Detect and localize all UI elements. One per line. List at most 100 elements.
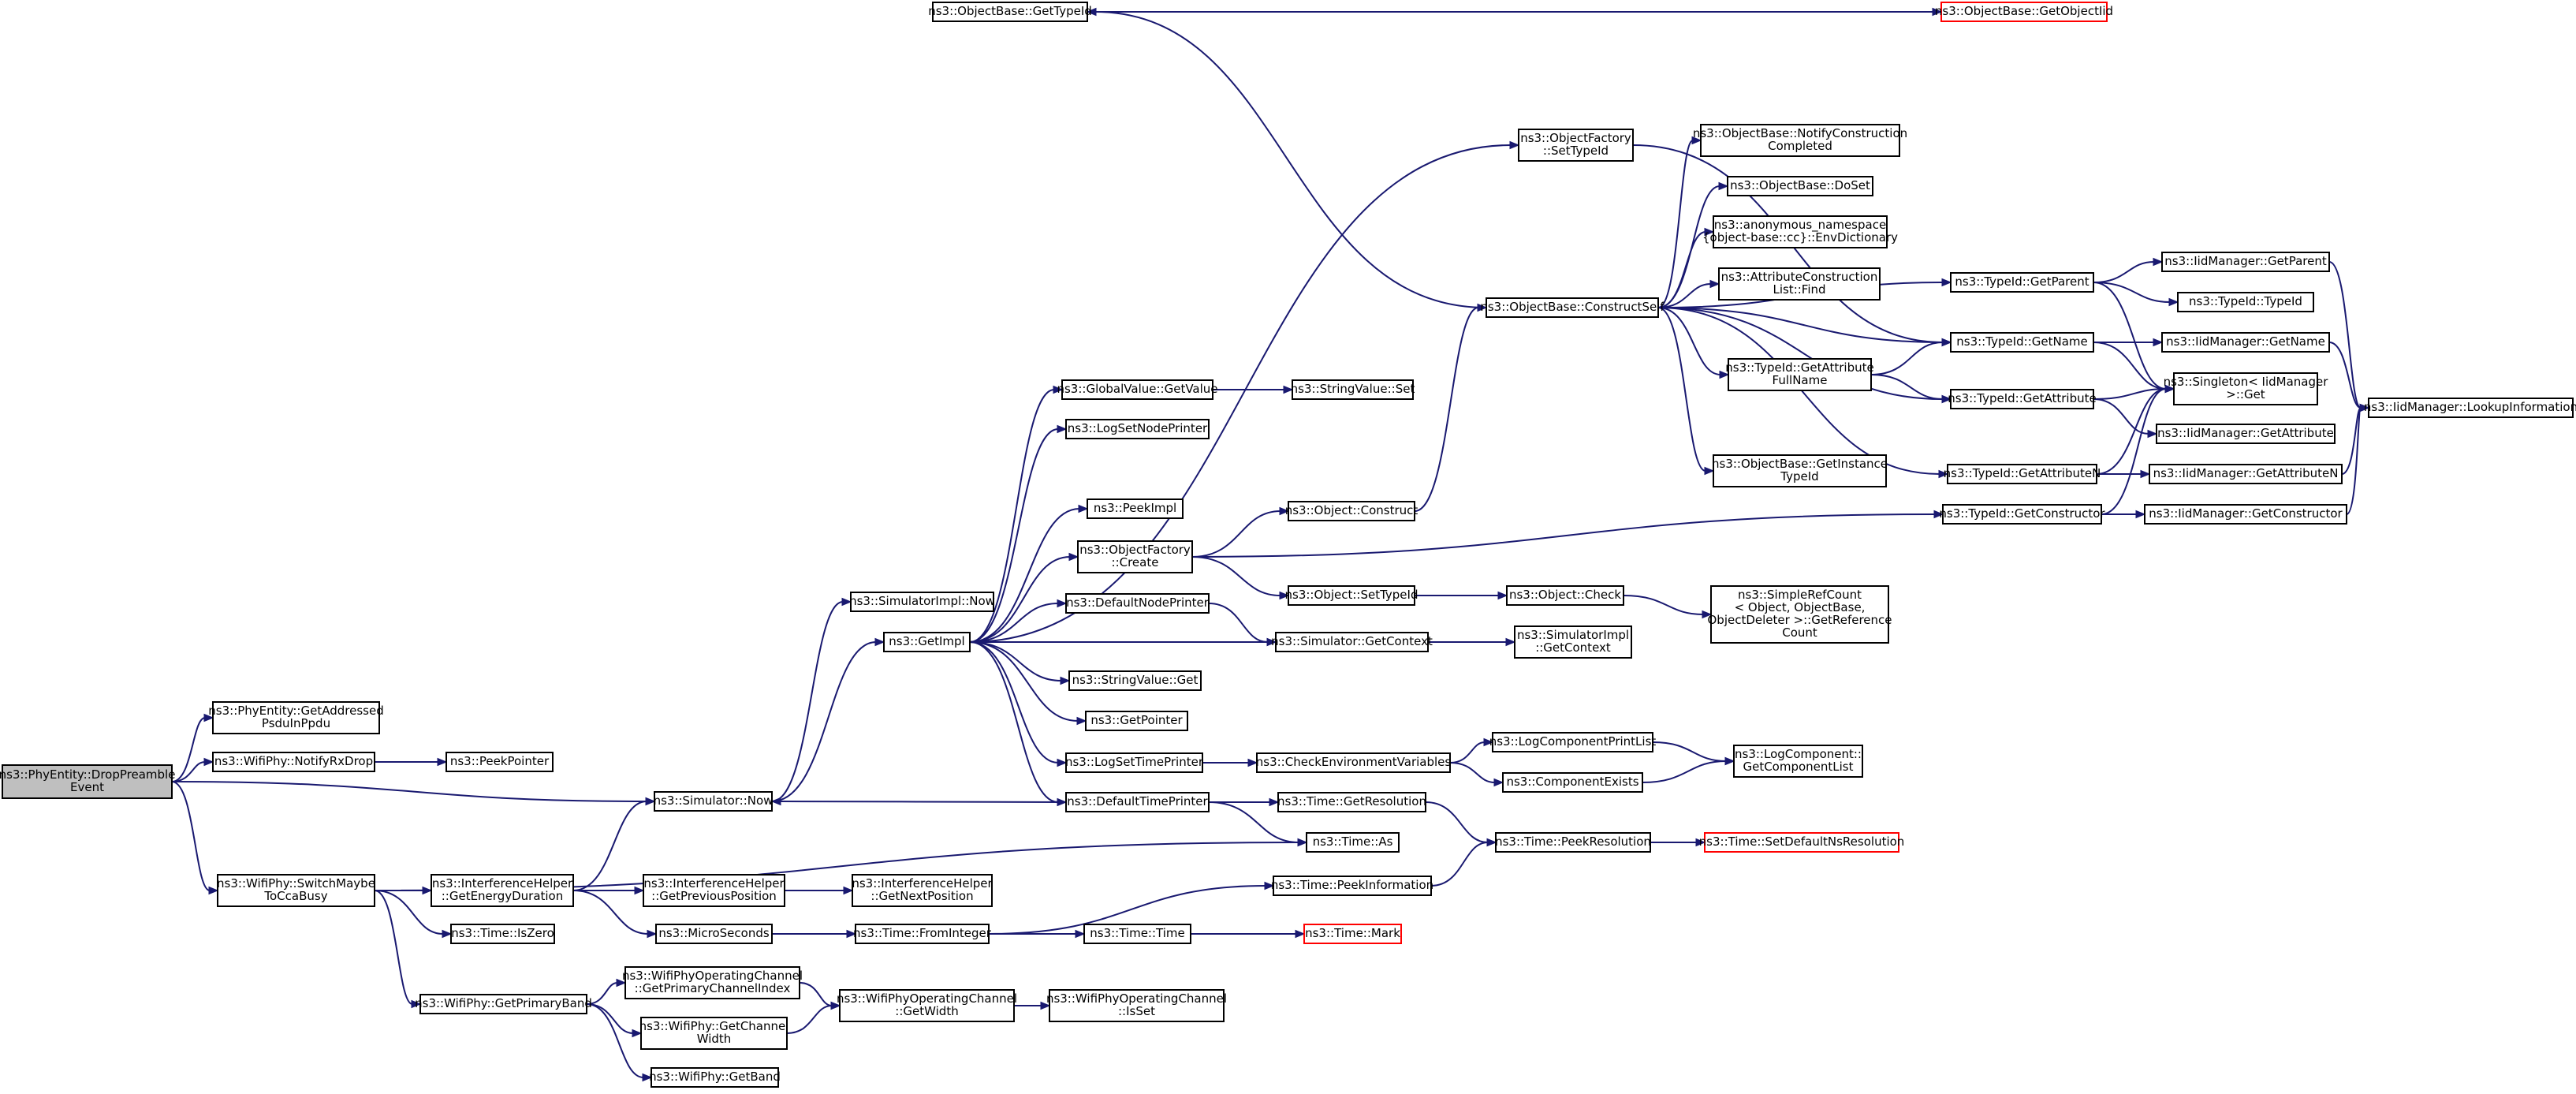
node-label: ns3::Time::GetResolution xyxy=(1277,794,1426,808)
node-defaultNodePrinter[interactable]: ns3::DefaultNodePrinter xyxy=(1065,593,1210,614)
node-simpleRefCount[interactable]: ns3::SimpleRefCount< Object, ObjectBase,… xyxy=(1707,585,1892,644)
node-objBaseGetTypeId[interactable]: ns3::ObjectBase::GetTypeId xyxy=(928,2,1092,22)
node-label: ns3::Time::SetDefaultNsResolution xyxy=(1699,835,1905,849)
node-objCheck[interactable]: ns3::Object::Check xyxy=(1506,585,1624,606)
node-box xyxy=(1085,711,1188,731)
node-stringValueGet[interactable]: ns3::StringValue::Get xyxy=(1068,670,1202,691)
node-label: ::GetWidth xyxy=(895,1004,958,1018)
node-objFactoryCreate[interactable]: ns3::ObjectFactory::Create xyxy=(1077,540,1193,573)
node-box xyxy=(2,764,173,799)
node-timeMark[interactable]: ns3::Time::Mark xyxy=(1303,924,1402,944)
node-logSetNodePrinter[interactable]: ns3::LogSetNodePrinter xyxy=(1065,419,1210,439)
node-label: < Object, ObjectBase, xyxy=(1735,600,1866,614)
node-notifyConstruction[interactable]: ns3::ObjectBase::NotifyConstructionCompl… xyxy=(1693,124,1907,157)
node-objFactorySetTypeId[interactable]: ns3::ObjectFactory::SetTypeId xyxy=(1518,129,1634,162)
node-objBaseDoSet[interactable]: ns3::ObjectBase::DoSet xyxy=(1727,176,1873,196)
node-ihGetEnergy[interactable]: ns3::InterferenceHelper::GetEnergyDurati… xyxy=(431,874,574,907)
node-iidGetAttribute[interactable]: ns3::IidManager::GetAttribute xyxy=(2156,424,2336,444)
node-box xyxy=(1065,419,1210,439)
node-timeAs[interactable]: ns3::Time::As xyxy=(1306,832,1400,853)
node-label: ns3::IidManager::GetName xyxy=(2166,334,2325,349)
node-typeIdGetConstructor[interactable]: ns3::TypeId::GetConstructor xyxy=(1939,504,2105,525)
node-timePeekInfo[interactable]: ns3::Time::PeekInformation xyxy=(1271,876,1433,896)
node-timeIsZero[interactable]: ns3::Time::IsZero xyxy=(450,924,555,944)
node-typeIdTypeId[interactable]: ns3::TypeId::TypeId xyxy=(2177,292,2314,312)
node-timeGetRes[interactable]: ns3::Time::GetResolution xyxy=(1277,792,1426,812)
node-simImplGetContext[interactable]: ns3::SimulatorImpl::GetContext xyxy=(1514,625,1632,659)
node-label: ns3::WifiPhyOperatingChannel xyxy=(622,969,803,983)
node-iidGetConstructor[interactable]: ns3::IidManager::GetConstructor xyxy=(2144,504,2347,525)
node-objConstruct[interactable]: ns3::Object::Construct xyxy=(1285,501,1418,521)
node-typeIdGetName[interactable]: ns3::TypeId::GetName xyxy=(1950,332,2094,353)
node-box xyxy=(1275,632,1429,652)
node-box xyxy=(1065,593,1210,614)
node-iidGetName[interactable]: ns3::IidManager::GetName xyxy=(2161,332,2330,353)
node-typeIdGetAttributeN[interactable]: ns3::TypeId::GetAttributeN xyxy=(1944,464,2101,484)
node-iidGetParent[interactable]: ns3::IidManager::GetParent xyxy=(2161,252,2330,272)
node-iidGetAttributeN[interactable]: ns3::IidManager::GetAttributeN xyxy=(2149,464,2343,484)
node-box xyxy=(1273,876,1432,896)
node-label: ns3::IidManager::GetParent xyxy=(2164,254,2327,268)
node-singletonGet[interactable]: ns3::Singleton< IidManager>::Get xyxy=(2164,372,2329,405)
node-box xyxy=(640,1017,788,1050)
node-timePeekRes[interactable]: ns3::Time::PeekResolution xyxy=(1495,832,1651,853)
call-edge-constructSelf-to-anonEnvDict xyxy=(1657,227,1715,308)
call-edge-microSeconds-to-timeFromInteger xyxy=(772,929,857,939)
node-wocGetPrimaryIdx[interactable]: ns3::WifiPhyOperatingChannel::GetPrimary… xyxy=(622,966,803,999)
node-typeIdGetAttribute[interactable]: ns3::TypeId::GetAttribute xyxy=(1948,389,2097,409)
node-logCompPrintList[interactable]: ns3::LogComponentPrintList xyxy=(1489,732,1657,752)
node-iidLookup[interactable]: ns3::IidManager::LookupInformation xyxy=(2364,398,2576,418)
node-label: ns3::WifiPhy::SwitchMaybe xyxy=(217,876,375,891)
node-checkEnv[interactable]: ns3::CheckEnvironmentVariables xyxy=(1256,752,1452,773)
node-getPointer[interactable]: ns3::GetPointer xyxy=(1085,711,1188,731)
node-notifyRxDrop[interactable]: ns3::WifiPhy::NotifyRxDrop xyxy=(212,752,375,772)
node-microSeconds[interactable]: ns3::MicroSeconds xyxy=(655,924,773,944)
node-typeIdGetParent[interactable]: ns3::TypeId::GetParent xyxy=(1950,272,2094,293)
node-wocGetWidth[interactable]: ns3::WifiPhyOperatingChannel::GetWidth xyxy=(837,989,1017,1022)
node-simImplNow[interactable]: ns3::SimulatorImpl::Now xyxy=(849,592,995,612)
node-label: ns3::TypeId::GetConstructor xyxy=(1939,506,2105,521)
node-label: ns3::ObjectBase::NotifyConstruction xyxy=(1693,126,1907,140)
node-simNow[interactable]: ns3::Simulator::Now xyxy=(654,791,774,812)
node-box xyxy=(1718,267,1881,301)
call-edge-constructSelf-to-notifyConstruction xyxy=(1657,136,1702,308)
node-simGetContext[interactable]: ns3::Simulator::GetContext xyxy=(1271,632,1433,652)
node-objBaseGetObjectIid[interactable]: ns3::ObjectBase::GetObjectIid xyxy=(1935,2,2113,22)
node-box xyxy=(2149,464,2343,484)
call-edge-switchMaybe-to-ihGetEnergy xyxy=(374,886,433,895)
node-getImpl[interactable]: ns3::GetImpl xyxy=(883,632,971,652)
node-getPrimaryBand[interactable]: ns3::WifiPhy::GetPrimaryBand xyxy=(415,994,592,1014)
node-label: ns3::GetPointer xyxy=(1090,713,1183,727)
node-box xyxy=(1065,792,1210,812)
node-ihGetNext[interactable]: ns3::InterferenceHelper::GetNextPosition xyxy=(852,874,993,907)
node-wifiGetBand[interactable]: ns3::WifiPhy::GetBand xyxy=(649,1067,781,1088)
node-box xyxy=(1950,332,2094,353)
node-componentExists[interactable]: ns3::ComponentExists xyxy=(1502,772,1643,793)
node-timeFromInteger[interactable]: ns3::Time::FromInteger xyxy=(853,924,992,944)
node-timeTime[interactable]: ns3::Time::Time xyxy=(1083,924,1191,944)
node-wocIsSet[interactable]: ns3::WifiPhyOperatingChannel::IsSet xyxy=(1046,989,1227,1022)
node-label: ns3::WifiPhyOperatingChannel xyxy=(1046,991,1227,1006)
node-anonEnvDict[interactable]: ns3::anonymous_namespace{object-base::cc… xyxy=(1702,215,1898,248)
node-stringValueSet[interactable]: ns3::StringValue::Set xyxy=(1291,379,1415,400)
node-label: ns3::Time::Mark xyxy=(1305,926,1400,940)
node-ihGetPrev[interactable]: ns3::InterferenceHelper::GetPreviousPosi… xyxy=(643,874,785,907)
node-label: ns3::WifiPhy::NotifyRxDrop xyxy=(214,754,373,768)
call-edge-getImpl-to-logSetTimePrinter xyxy=(969,641,1068,767)
node-logSetTimePrinter[interactable]: ns3::LogSetTimePrinter xyxy=(1065,752,1204,773)
node-constructSelf[interactable]: ns3::ObjectBase::ConstructSelf xyxy=(1480,297,1665,318)
node-logCompGetList[interactable]: ns3::LogComponent::GetComponentList xyxy=(1733,745,1863,778)
node-timeSetDefaultNs[interactable]: ns3::Time::SetDefaultNsResolution xyxy=(1699,832,1905,853)
node-peekImpl[interactable]: ns3::PeekImpl xyxy=(1087,498,1184,519)
node-box xyxy=(1950,272,2094,293)
node-defaultTimePrinter[interactable]: ns3::DefaultTimePrinter xyxy=(1065,792,1210,812)
node-globalValue[interactable]: ns3::GlobalValue::GetValue xyxy=(1057,379,1218,400)
node-objSetTypeId[interactable]: ns3::Object::SetTypeId xyxy=(1285,585,1418,606)
node-peekPointer[interactable]: ns3::PeekPointer xyxy=(445,752,554,772)
